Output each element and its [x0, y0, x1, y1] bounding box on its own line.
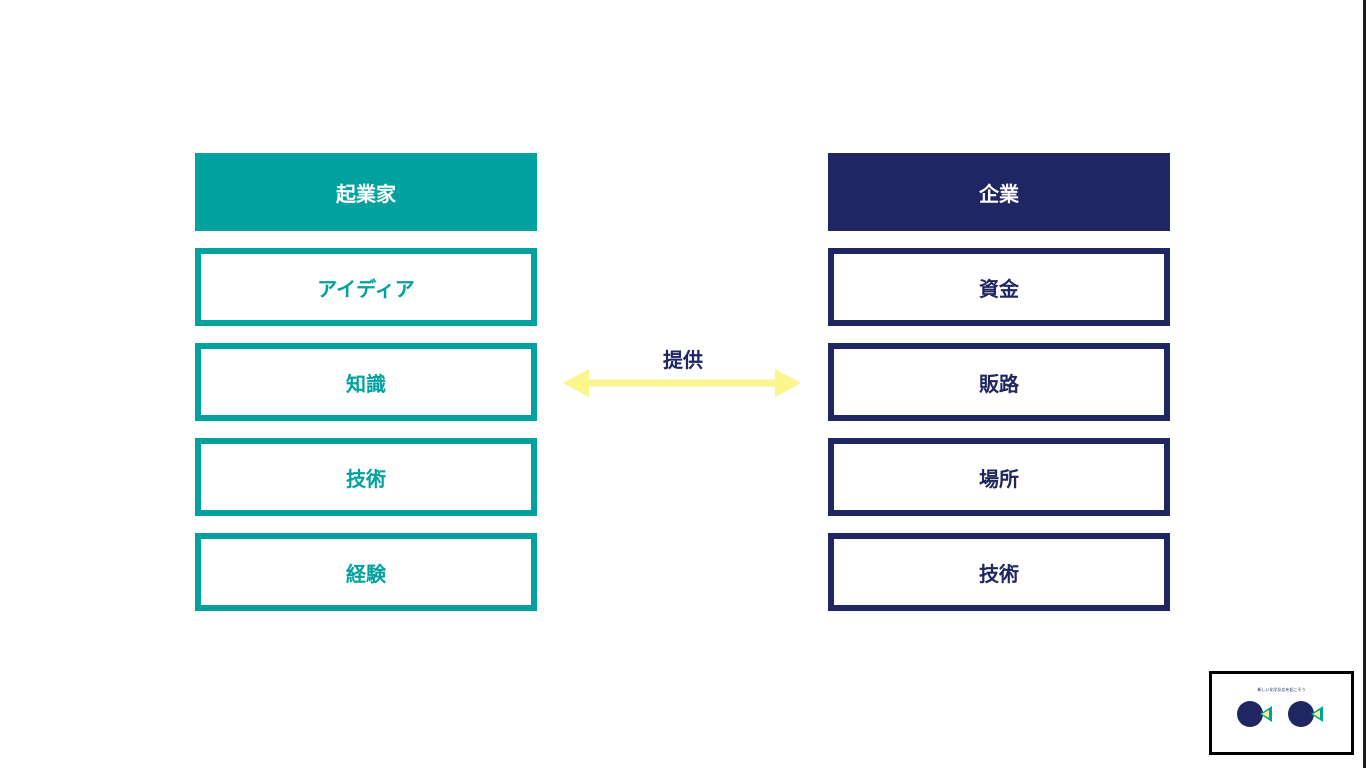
entrepreneur-item-idea: アイディア [195, 248, 537, 326]
entrepreneur-item-technology: 技術 [195, 438, 537, 516]
entrepreneur-item-knowledge: 知識 [195, 343, 537, 421]
thumbnail-title: 新しい化学反応を起こそう [1257, 687, 1306, 692]
entrepreneur-item-experience: 経験 [195, 533, 537, 611]
company-item-funds: 資金 [828, 248, 1170, 326]
entrepreneur-header: 起業家 [195, 153, 537, 231]
thumbnail-diagram-icon [1237, 701, 1323, 727]
provide-label: 提供 [663, 348, 703, 372]
company-header: 企業 [828, 153, 1170, 231]
window-edge [1363, 0, 1366, 768]
company-item-technology: 技術 [828, 533, 1170, 611]
next-slide-thumbnail[interactable]: 新しい化学反応を起こそう [1209, 671, 1354, 755]
entrepreneur-column: 起業家 アイディア 知識 技術 経験 [195, 153, 537, 611]
company-column: 企業 資金 販路 場所 技術 [828, 153, 1170, 611]
company-item-channels: 販路 [828, 343, 1170, 421]
double-arrow-icon [563, 369, 801, 397]
company-item-location: 場所 [828, 438, 1170, 516]
